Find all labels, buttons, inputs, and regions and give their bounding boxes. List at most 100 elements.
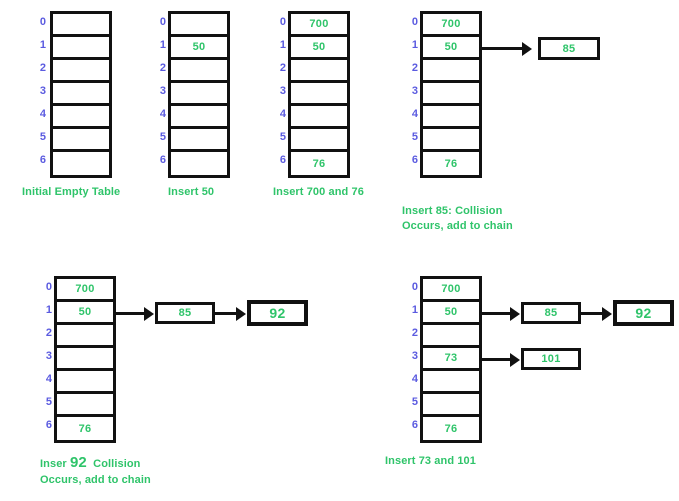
table-slot xyxy=(423,371,479,394)
chain-arrow-head-icon xyxy=(522,42,532,56)
slot-value xyxy=(53,14,109,34)
slot-value xyxy=(423,371,479,391)
figure-caption-line-1: Inser 92 Collision xyxy=(40,455,141,472)
table-slot xyxy=(291,60,347,83)
slot-index-5: 5 xyxy=(279,131,286,143)
slot-value: 73 xyxy=(444,352,458,364)
slot-value: 700 xyxy=(309,18,329,30)
slot-index-3: 3 xyxy=(39,85,46,97)
slot-value xyxy=(171,129,227,149)
slot-value xyxy=(57,394,113,414)
chain-arrow-head-icon xyxy=(236,307,246,321)
chain-node: 101 xyxy=(521,348,581,370)
table-slot: 50 xyxy=(57,302,113,325)
table-slot xyxy=(53,152,109,175)
figure-caption: Insert 700 and 76 xyxy=(273,186,364,198)
slot-value: 50 xyxy=(444,41,458,53)
slot-index-1: 1 xyxy=(159,39,166,51)
slot-index-0: 0 xyxy=(39,16,46,28)
figure-caption: Initial Empty Table xyxy=(22,186,121,198)
table-slot xyxy=(57,371,113,394)
slot-index-6: 6 xyxy=(45,419,52,431)
slot-value xyxy=(291,129,347,149)
table-slot xyxy=(53,129,109,152)
slot-index-4: 4 xyxy=(411,373,418,385)
chain-node: 92 xyxy=(247,300,308,326)
chain-arrow-line xyxy=(482,312,514,315)
slot-value xyxy=(291,83,347,103)
slot-index-6: 6 xyxy=(411,154,418,166)
slot-value xyxy=(171,152,227,175)
slot-index-2: 2 xyxy=(39,62,46,74)
table-slot: 700 xyxy=(423,279,479,302)
table-slot: 76 xyxy=(57,417,113,440)
hash-table: 700 50 73 76 xyxy=(420,276,482,443)
slot-value xyxy=(423,394,479,414)
table-slot xyxy=(53,106,109,129)
chain-arrow-head-icon xyxy=(510,307,520,321)
slot-index-1: 1 xyxy=(411,39,418,51)
slot-value: 76 xyxy=(444,157,458,170)
slot-index-3: 3 xyxy=(45,350,52,362)
chain-arrow-head-icon xyxy=(602,307,612,321)
table-slot: 50 xyxy=(423,37,479,60)
slot-value xyxy=(53,106,109,126)
slot-index-1: 1 xyxy=(411,304,418,316)
chain-node: 85 xyxy=(521,302,581,324)
slot-index-1: 1 xyxy=(279,39,286,51)
slot-index-6: 6 xyxy=(411,419,418,431)
slot-index-3: 3 xyxy=(159,85,166,97)
slot-value xyxy=(423,106,479,126)
slot-value: 700 xyxy=(441,283,461,295)
table-slot xyxy=(53,37,109,60)
chain-node: 92 xyxy=(613,300,674,326)
figure-caption: Insert 73 and 101 xyxy=(385,455,476,467)
slot-value xyxy=(53,60,109,80)
slot-index-5: 5 xyxy=(159,131,166,143)
slot-index-2: 2 xyxy=(411,327,418,339)
slot-value: 700 xyxy=(441,18,461,30)
hash-table xyxy=(50,11,112,178)
table-slot: 50 xyxy=(423,302,479,325)
slot-value xyxy=(171,83,227,103)
slot-index-6: 6 xyxy=(159,154,166,166)
slot-index-4: 4 xyxy=(39,108,46,120)
slot-value xyxy=(171,14,227,34)
slot-index-4: 4 xyxy=(279,108,286,120)
table-slot xyxy=(423,325,479,348)
slot-value xyxy=(53,83,109,103)
caption-text-prefix: Inser xyxy=(40,458,70,470)
slot-index-0: 0 xyxy=(45,281,52,293)
slot-index-3: 3 xyxy=(279,85,286,97)
chain-arrow-line xyxy=(581,312,607,315)
chain-node: 85 xyxy=(538,37,600,60)
slot-index-3: 3 xyxy=(411,85,418,97)
slot-value xyxy=(53,129,109,149)
slot-value xyxy=(53,152,109,175)
table-slot xyxy=(291,106,347,129)
table-slot: 700 xyxy=(57,279,113,302)
caption-text-highlight: 92 xyxy=(69,454,87,471)
figure-caption-line-2: Occurs, add to chain xyxy=(402,220,513,232)
slot-index-0: 0 xyxy=(159,16,166,28)
slot-index-4: 4 xyxy=(45,373,52,385)
table-slot xyxy=(423,60,479,83)
slot-value xyxy=(423,60,479,80)
slot-value: 76 xyxy=(312,157,326,170)
table-slot: 50 xyxy=(171,37,227,60)
slot-index-0: 0 xyxy=(279,16,286,28)
slot-index-5: 5 xyxy=(411,396,418,408)
slot-value: 50 xyxy=(192,41,206,53)
chain-arrow-line xyxy=(116,312,148,315)
slot-value xyxy=(423,83,479,103)
table-slot xyxy=(171,60,227,83)
table-slot xyxy=(423,83,479,106)
table-slot xyxy=(57,348,113,371)
table-slot xyxy=(171,152,227,175)
chain-arrow-head-icon xyxy=(510,353,520,367)
slot-index-5: 5 xyxy=(39,131,46,143)
table-slot: 50 xyxy=(291,37,347,60)
slot-index-0: 0 xyxy=(411,16,418,28)
table-slot xyxy=(53,14,109,37)
